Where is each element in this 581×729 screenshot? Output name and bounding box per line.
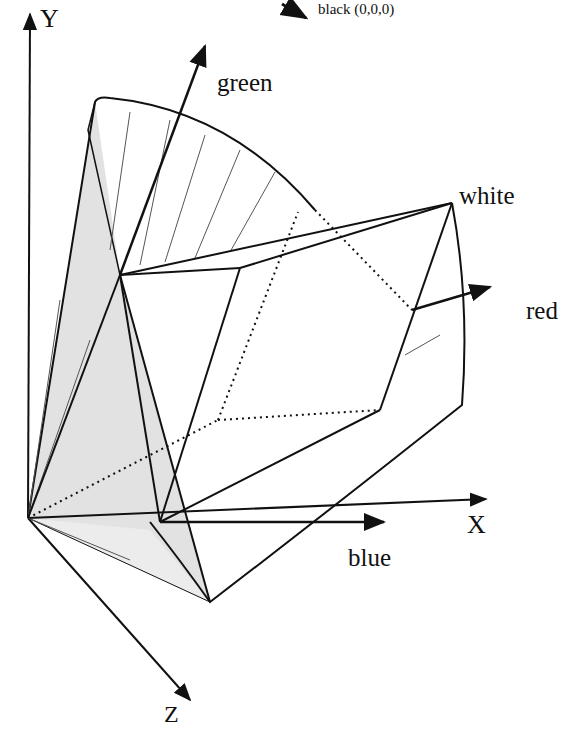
gamut-outline xyxy=(150,203,464,602)
gamut-outline xyxy=(28,518,210,602)
gamut-outline xyxy=(88,102,120,275)
gamut-outline xyxy=(120,275,210,602)
hidden-edge xyxy=(28,210,412,518)
red-arrow xyxy=(412,287,490,310)
x-axis xyxy=(28,499,486,518)
corner-label: white xyxy=(459,183,515,208)
blue-arrow xyxy=(160,521,384,524)
black-arrow xyxy=(282,4,306,18)
surface-hatching xyxy=(28,112,440,560)
z-axis xyxy=(28,518,190,700)
axis-label: X xyxy=(467,512,486,538)
primary-label: red xyxy=(526,298,558,323)
green-arrow xyxy=(120,46,205,275)
y-axis xyxy=(28,14,30,518)
gamut-outline xyxy=(28,98,315,519)
corner-label: black (0,0,0) xyxy=(318,2,394,17)
rgb-cube xyxy=(28,203,452,522)
axis-label: Z xyxy=(164,702,179,726)
primary-label: green xyxy=(217,70,273,95)
axis-label: Y xyxy=(40,6,59,32)
shaded-surface xyxy=(28,518,210,602)
primary-label: blue xyxy=(348,545,391,570)
